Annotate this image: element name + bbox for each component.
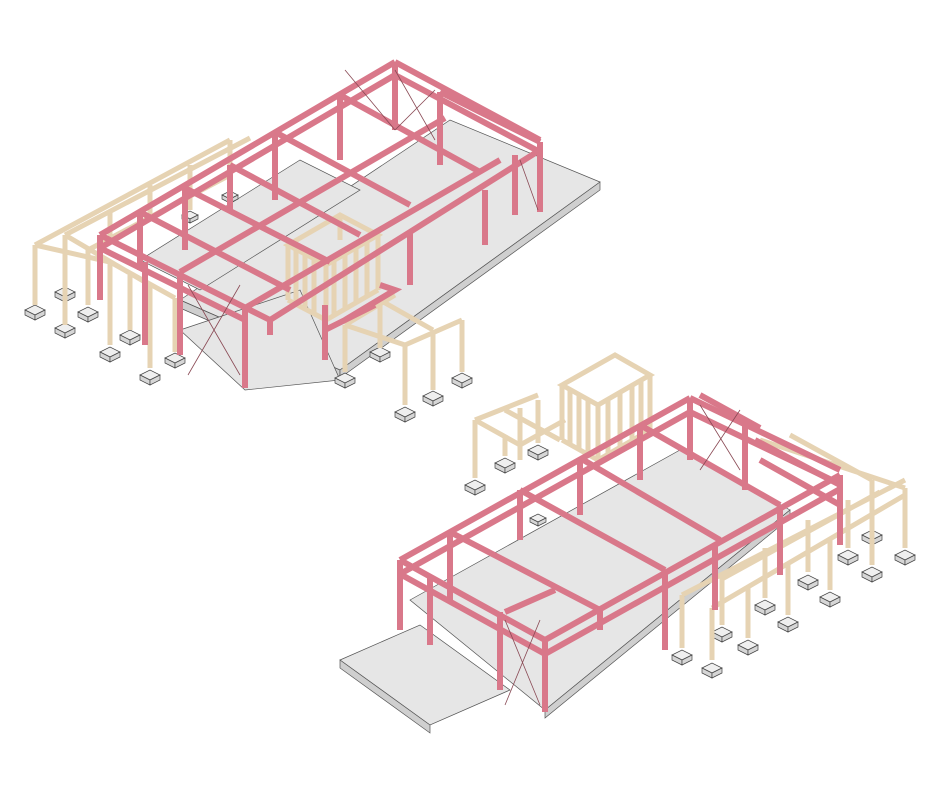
footings bbox=[24, 190, 473, 423]
isometric-view-bottom-right bbox=[339, 352, 916, 734]
footings bbox=[464, 444, 916, 679]
steel-frame bbox=[97, 59, 543, 388]
isometric-view-top-left bbox=[24, 59, 601, 423]
steel-frame bbox=[397, 392, 843, 712]
timber-pergola bbox=[472, 392, 908, 660]
